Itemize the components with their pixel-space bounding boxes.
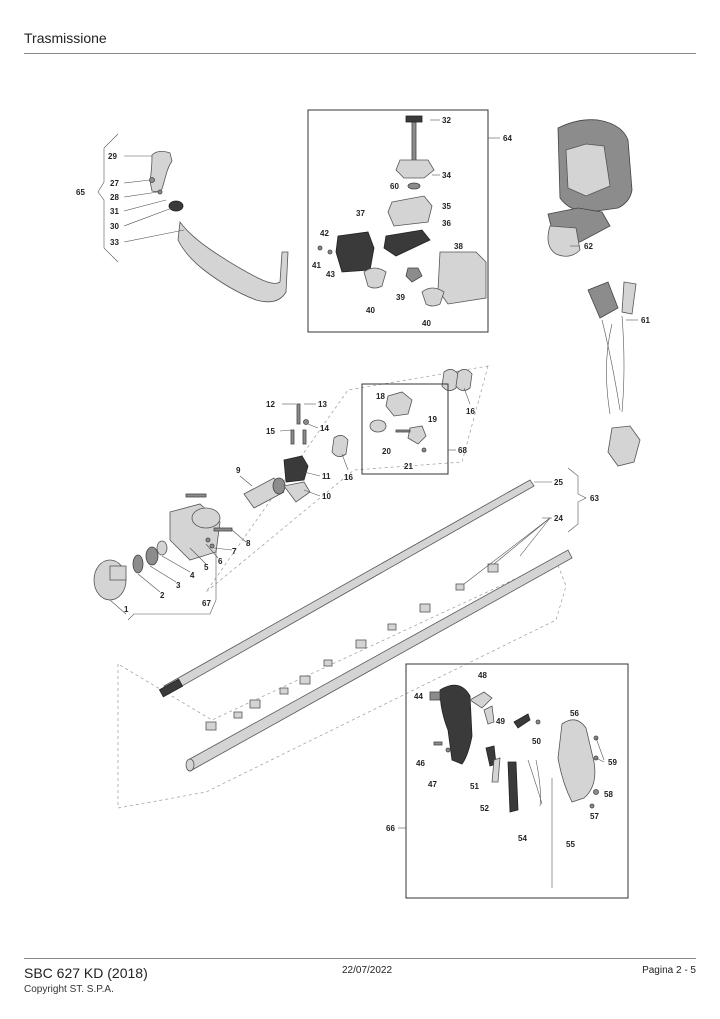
- shoulder-strap: 61: [587, 281, 650, 467]
- label-44: 44: [414, 692, 423, 701]
- label-34: 34: [442, 171, 451, 180]
- label-12: 12: [266, 400, 275, 409]
- label-35: 35: [442, 202, 451, 211]
- label-43: 43: [326, 270, 335, 279]
- drive-tubes: 25 24 63: [158, 467, 599, 772]
- footer-date: 22/07/2022: [342, 965, 393, 976]
- label-30: 30: [110, 222, 119, 231]
- label-60: 60: [390, 182, 399, 191]
- label-66: 66: [386, 824, 395, 833]
- gear-head-assembly: 1 2 3 4 5 6 7 8 67: [93, 493, 251, 621]
- label-41: 41: [312, 261, 321, 270]
- label-38: 38: [454, 242, 463, 251]
- label-51: 51: [470, 782, 479, 791]
- label-20: 20: [382, 447, 391, 456]
- label-4: 4: [190, 571, 195, 580]
- label-24: 24: [554, 514, 563, 523]
- label-68: 68: [458, 446, 467, 455]
- label-37: 37: [356, 209, 365, 218]
- page-title: Trasmissione: [24, 30, 107, 46]
- coupling-box: 68 18 19 20 21: [361, 383, 467, 475]
- label-2: 2: [160, 591, 165, 600]
- label-65: 65: [76, 188, 85, 197]
- label-6: 6: [218, 557, 223, 566]
- header-divider: [24, 53, 696, 54]
- label-5: 5: [204, 563, 209, 572]
- label-15: 15: [266, 427, 275, 436]
- label-19: 19: [428, 415, 437, 424]
- label-7: 7: [232, 547, 237, 556]
- label-3: 3: [176, 581, 181, 590]
- label-57: 57: [590, 812, 599, 821]
- footer-page-number: Pagina 2 - 5: [642, 965, 696, 976]
- label-59: 59: [608, 758, 617, 767]
- footer-copyright: Copyright ST. S.P.A.: [24, 984, 114, 995]
- label-10: 10: [322, 492, 331, 501]
- label-13: 13: [318, 400, 327, 409]
- label-58: 58: [604, 790, 613, 799]
- label-16a: 16: [344, 473, 353, 482]
- label-40b: 40: [422, 319, 431, 328]
- footer-model: SBC 627 KD (2018): [24, 965, 148, 981]
- label-31: 31: [110, 207, 119, 216]
- label-64: 64: [503, 134, 512, 143]
- handle-assembly: 29 27 28 31 30 33 65: [76, 133, 289, 303]
- tube-clamp-parts: 9 12 13 15 14 11 10 16 16: [236, 369, 475, 509]
- footer-divider: [24, 958, 696, 959]
- label-32: 32: [442, 116, 451, 125]
- label-49: 49: [496, 717, 505, 726]
- label-16b: 16: [466, 407, 475, 416]
- label-11: 11: [322, 472, 331, 481]
- label-36: 36: [442, 219, 451, 228]
- label-46: 46: [416, 759, 425, 768]
- throttle-box: 66 44 48 49 50 56 46 47 51 52 54 55 59 5…: [386, 663, 629, 899]
- label-47: 47: [428, 780, 437, 789]
- label-52: 52: [480, 804, 489, 813]
- label-40a: 40: [366, 306, 375, 315]
- label-50: 50: [532, 737, 541, 746]
- label-67: 67: [202, 599, 211, 608]
- label-29: 29: [108, 152, 117, 161]
- label-55: 55: [566, 840, 575, 849]
- label-8: 8: [246, 539, 251, 548]
- label-42: 42: [320, 229, 329, 238]
- label-48: 48: [478, 671, 487, 680]
- label-18: 18: [376, 392, 385, 401]
- label-1: 1: [124, 605, 129, 614]
- label-63: 63: [590, 494, 599, 503]
- label-33: 33: [110, 238, 119, 247]
- backpack-harness: 62: [547, 119, 633, 257]
- label-54: 54: [518, 834, 527, 843]
- label-28: 28: [110, 193, 119, 202]
- label-62: 62: [584, 242, 593, 251]
- label-61: 61: [641, 316, 650, 325]
- clamp-box: 64 32 34 60 35 36 37 38 42 41 43 39 40 4…: [307, 109, 512, 333]
- label-21: 21: [404, 462, 413, 471]
- label-27: 27: [110, 179, 119, 188]
- label-25: 25: [554, 478, 563, 487]
- label-39: 39: [396, 293, 405, 302]
- label-9: 9: [236, 466, 241, 475]
- transmission-outline: [117, 559, 567, 809]
- label-56: 56: [570, 709, 579, 718]
- label-14: 14: [320, 424, 329, 433]
